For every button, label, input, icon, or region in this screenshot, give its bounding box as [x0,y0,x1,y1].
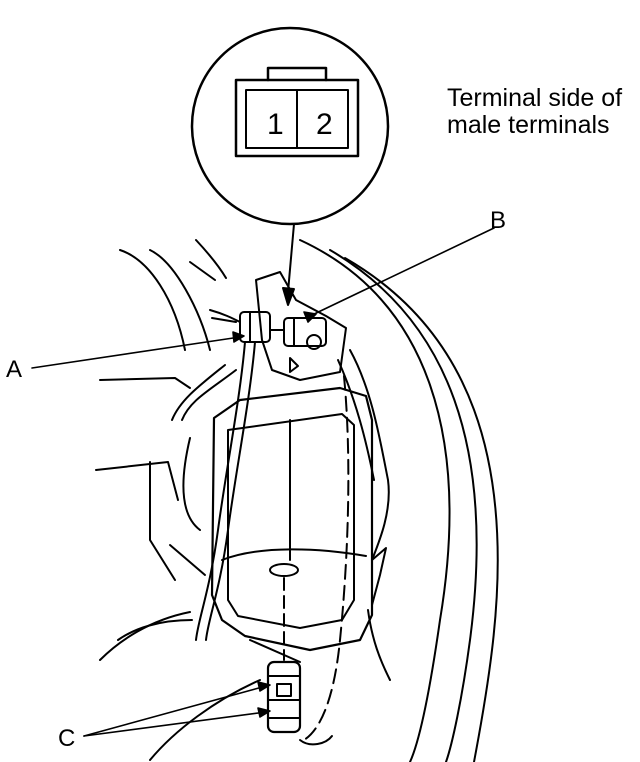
leader-lines [31,227,495,737]
drain-hose [299,375,350,746]
connector-magnifier [190,26,390,226]
fitting-c [266,660,302,734]
sensor-b-assembly [255,271,347,381]
caption-line-2: male terminals [447,111,610,139]
connector-b [283,317,327,347]
label-a: A [6,356,22,383]
caption-line-1: Terminal side of [447,84,623,112]
connector-a-assembly [209,309,285,343]
fender-well [119,239,499,762]
terminal-side-caption: Terminal side of male terminals [447,85,622,139]
leader-c-lower [83,711,267,737]
body-panels [95,239,301,761]
leader-c-upper [83,685,267,737]
connector-face [234,78,360,158]
label-c: C [58,725,75,752]
pin-2-label: 2 [316,108,333,141]
leader-b [309,227,495,317]
wiring-harness [171,341,391,681]
leader-a [31,336,241,369]
pin-1-label: 1 [267,108,284,141]
label-b: B [490,207,506,234]
locking-tab [266,66,328,82]
connector-a [239,311,271,343]
